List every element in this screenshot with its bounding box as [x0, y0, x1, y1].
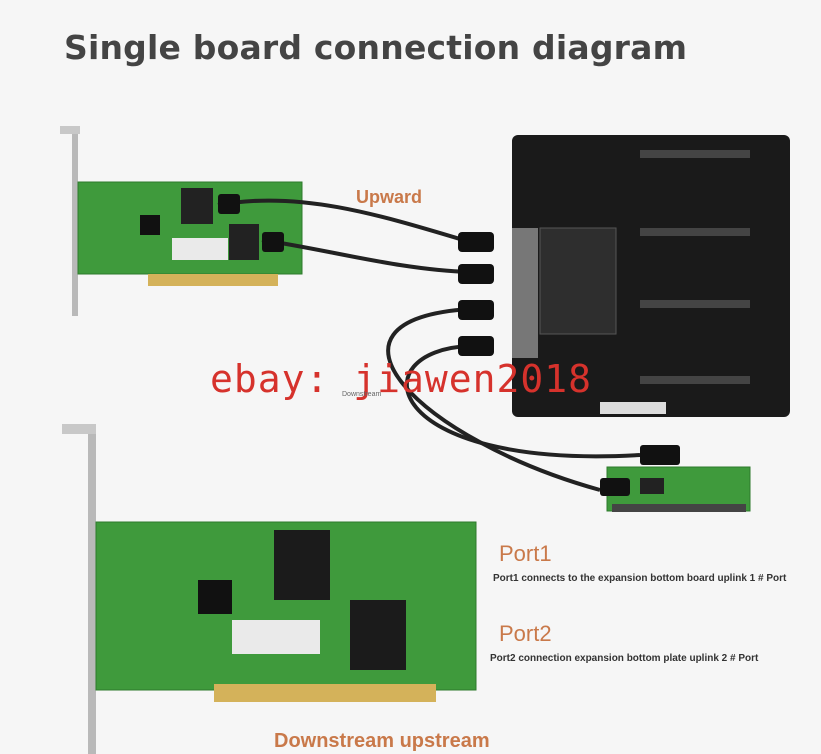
lower-adapter-card: [62, 424, 477, 754]
upper-adapter-card: [60, 126, 303, 316]
downstream-upstream-label: Downstream upstream: [274, 730, 490, 752]
port1-description: Port1 connects to the expansion bottom b…: [493, 573, 787, 584]
page-title: Single board connection diagram: [64, 28, 688, 67]
expansion-base-board: [512, 135, 790, 417]
downstream-small-label: Downstream: [342, 391, 382, 398]
port2-description: Port2 connection expansion bottom plate …: [490, 653, 759, 664]
port1-label: Port1: [499, 541, 552, 566]
cable-connectors: [218, 194, 680, 496]
upward-label: Upward: [356, 187, 423, 207]
riser-board: [606, 466, 751, 512]
cables: [217, 198, 641, 492]
port2-label: Port2: [499, 621, 552, 646]
watermark-text: ebay: jiawen2018: [210, 357, 593, 401]
